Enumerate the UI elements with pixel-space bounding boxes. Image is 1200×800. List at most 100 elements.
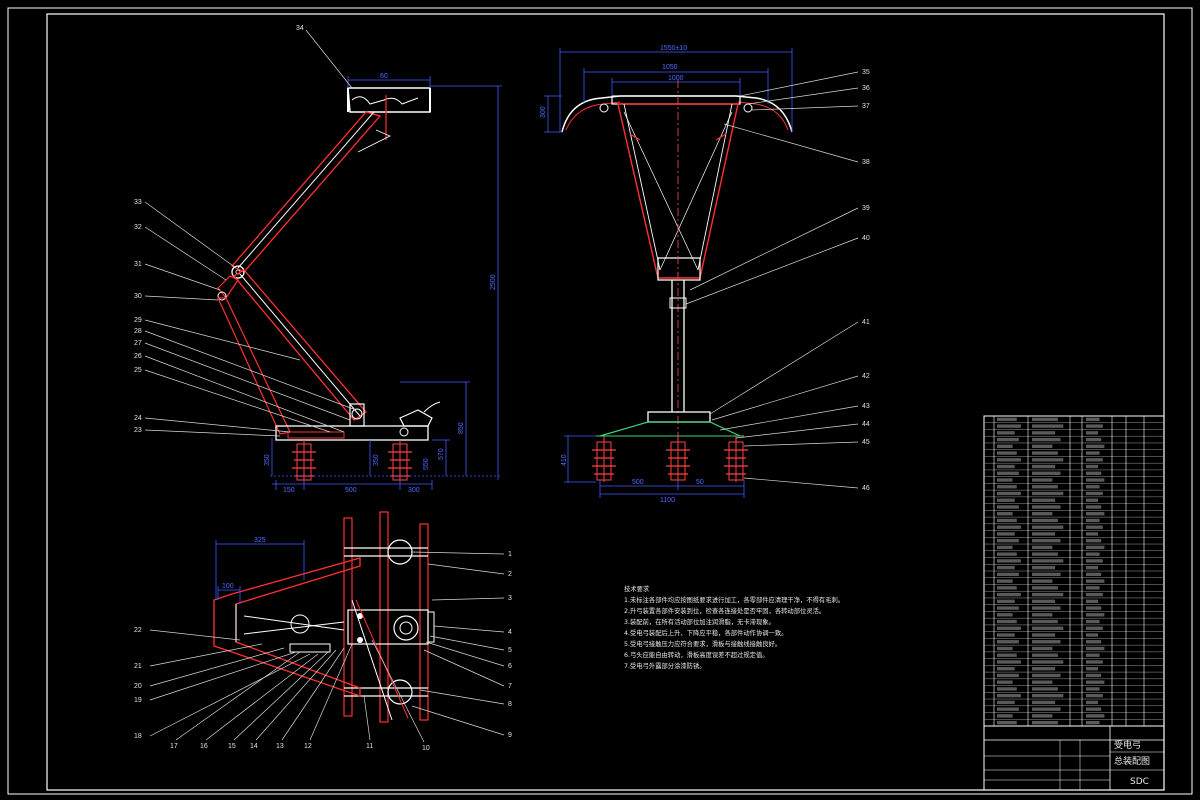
parts-cell-mark	[1086, 653, 1100, 657]
parts-cell-mark	[1032, 444, 1053, 449]
plan-callout-left-1: 21	[134, 663, 142, 670]
parts-cell-mark	[1032, 586, 1058, 590]
drawing-name-line1: 受电弓	[1114, 739, 1141, 751]
side-dim-base-right: 570	[438, 448, 445, 460]
plan-view: 325 100 1 2 3 4 5 6 7 8 9 22	[134, 511, 512, 752]
front-dim-left: 300	[540, 106, 547, 118]
parts-cell-mark	[1086, 464, 1098, 469]
tech-note-line-5: 6.弓头应能自由转动，滑板高度误差不超过规定值。	[624, 650, 769, 659]
parts-cell-mark	[1032, 579, 1053, 583]
parts-cell-mark	[997, 646, 1013, 651]
parts-cell-mark	[1032, 565, 1056, 570]
side-dim-base-bottom-0: 150	[283, 487, 295, 494]
parts-cell-mark	[1086, 606, 1102, 610]
plan-callout-bottom-5: 12	[304, 743, 312, 750]
parts-cell-mark	[1086, 667, 1098, 671]
parts-cell-mark	[1086, 512, 1105, 516]
parts-cell-mark	[1086, 673, 1102, 678]
side-callout-10: 24	[134, 415, 142, 422]
parts-cell-mark	[997, 424, 1021, 428]
parts-cell-mark	[997, 538, 1019, 543]
plan-callout-right-4: 5	[508, 647, 512, 654]
parts-cell-mark	[997, 707, 1019, 711]
front-dim-base-bottom-2: 1100	[660, 497, 675, 504]
parts-cell-mark	[1032, 606, 1061, 610]
parts-cell-mark	[1032, 619, 1058, 624]
parts-cell-mark	[1086, 700, 1098, 705]
front-dim-top-1: 1050	[662, 64, 678, 71]
parts-cell-mark	[997, 700, 1015, 705]
parts-cell-mark	[1086, 646, 1105, 651]
front-insulator-right	[724, 436, 748, 482]
parts-cell-mark	[1032, 485, 1058, 489]
plan-callout-bottom-3: 14	[250, 743, 258, 750]
parts-cell-mark	[1032, 451, 1058, 455]
parts-cell-mark	[1032, 559, 1064, 563]
parts-cell-mark	[997, 417, 1017, 422]
front-callout-3: 38	[862, 159, 870, 166]
side-view: 60 2500 850 570 350 350 550 150 500 300 …	[134, 25, 502, 494]
parts-list	[983, 415, 1165, 727]
parts-cell-mark	[1086, 559, 1103, 563]
side-dim-base-bottom-2: 300	[408, 487, 420, 494]
parts-cell-mark	[997, 633, 1015, 637]
tech-note-line-0: 1.未标注各部件均应按图纸要求进行加工，各零部件应清理干净，不得有毛刺。	[624, 595, 844, 604]
plan-callout-bottom-2: 15	[228, 743, 236, 750]
parts-cell-mark	[997, 592, 1021, 597]
side-insulator-left	[292, 440, 316, 482]
plan-callout-right-1: 2	[508, 571, 512, 578]
side-callout-8: 26	[134, 353, 142, 360]
parts-cell-mark	[1032, 673, 1061, 678]
parts-cell-mark	[997, 640, 1019, 644]
parts-cell-mark	[1086, 626, 1103, 630]
side-callout-11: 23	[134, 427, 142, 434]
parts-cell-mark	[1086, 599, 1098, 604]
parts-cell-mark	[1086, 491, 1103, 496]
front-callout-0: 35	[862, 69, 870, 76]
parts-cell-mark	[1032, 660, 1064, 664]
front-insulator-left	[592, 436, 616, 482]
plan-callout-right-6: 7	[508, 683, 512, 690]
parts-cell-mark	[997, 491, 1021, 496]
parts-cell-mark	[1086, 444, 1105, 449]
tech-note-line-2: 3.装配前，在所有活动部位加注润滑脂，无卡滞现象。	[624, 617, 775, 626]
tech-note-line-3: 4.受电弓装配后上升、下降应平稳，各部件动作协调一致。	[624, 628, 787, 637]
parts-cell-mark	[997, 444, 1013, 449]
front-callout-8: 43	[862, 403, 870, 410]
parts-cell-mark	[1032, 518, 1058, 523]
parts-cell-mark	[1032, 592, 1064, 597]
parts-cell-mark	[1032, 437, 1061, 442]
side-dim-height: 2500	[490, 274, 497, 290]
parts-cell-mark	[997, 464, 1015, 469]
plan-dim-top: 325	[254, 537, 266, 544]
front-callout-5: 40	[862, 235, 870, 242]
parts-cell-mark	[1086, 660, 1103, 664]
side-dim-base-h: 350	[373, 454, 380, 466]
parts-cell-mark	[997, 626, 1021, 630]
parts-cell-mark	[997, 673, 1019, 678]
plan-callout-left-3: 19	[134, 697, 142, 704]
drawing-name-line2: 总装配图	[1114, 755, 1150, 767]
parts-cell-mark	[997, 431, 1015, 435]
plan-dim-small: 100	[222, 583, 234, 590]
side-callout-4: 30	[134, 293, 142, 300]
inner-border	[46, 13, 1165, 791]
parts-cell-mark	[1086, 680, 1105, 684]
side-dim-mid: 850	[458, 422, 465, 434]
front-callout-2: 37	[862, 103, 870, 110]
drawing-code: SDC	[1130, 777, 1149, 787]
side-dim-base-bottom-1: 500	[345, 487, 357, 494]
tech-notes-title: 技术要求	[624, 584, 650, 593]
parts-cell-mark	[1086, 525, 1103, 529]
parts-cell-mark	[997, 525, 1021, 529]
parts-cell-mark	[997, 532, 1015, 536]
side-callout-5: 29	[134, 317, 142, 324]
parts-cell-mark	[1032, 545, 1053, 550]
parts-cell-mark	[1086, 458, 1103, 462]
parts-cell-mark	[1086, 572, 1102, 577]
plan-callout-bottom-4: 13	[276, 743, 284, 750]
plan-callout-bottom-7: 10	[422, 745, 430, 752]
parts-cell-mark	[1032, 424, 1064, 428]
parts-cell-mark	[997, 565, 1015, 570]
